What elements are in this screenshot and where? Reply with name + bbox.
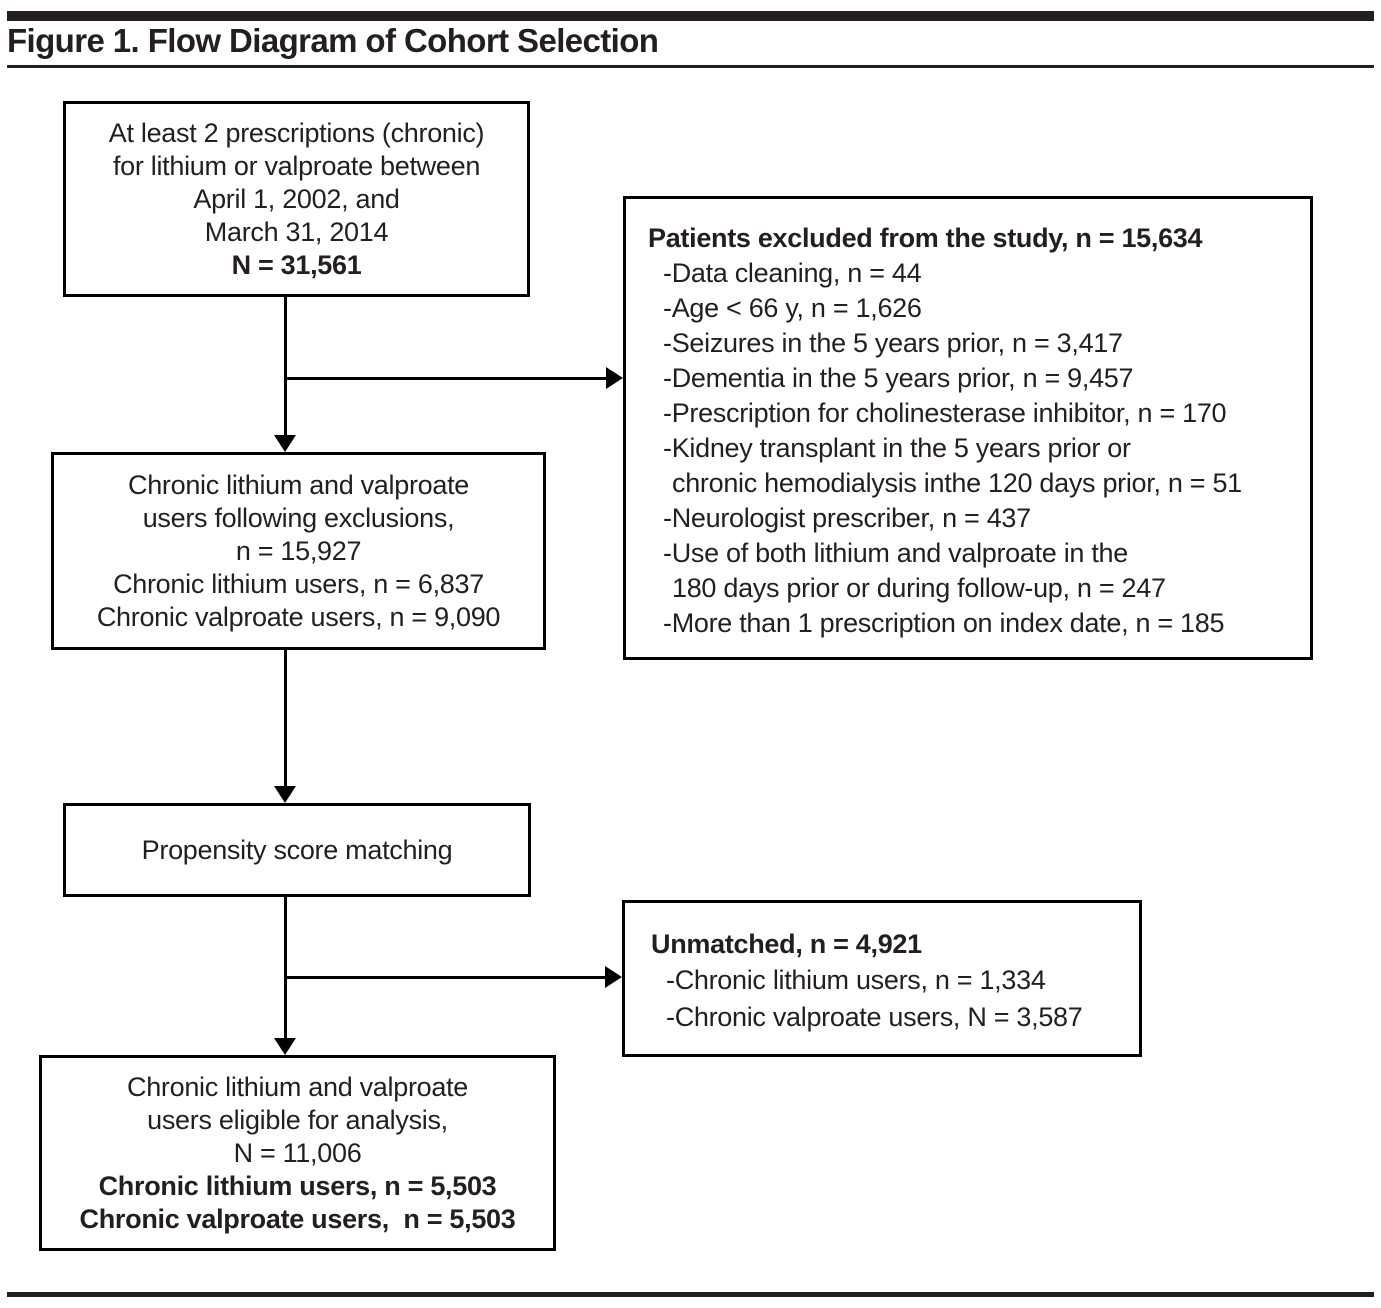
- propensity-matching-label: Propensity score matching: [141, 834, 453, 865]
- connector-initial-to-after: [284, 297, 287, 435]
- exclusion-item: -Data cleaning, n = 44: [663, 258, 922, 288]
- initial-cohort-line: At least 2 prescriptions (chronic): [108, 117, 485, 148]
- after-exclusions-line: Chronic valproate users, n = 9,090: [96, 601, 501, 632]
- eligible-cohort-box: Chronic lithium and valproate users elig…: [39, 1055, 556, 1251]
- exclusion-item: -Kidney transplant in the 5 years prior …: [663, 433, 1131, 463]
- exclusion-item: -Dementia in the 5 years prior, n = 9,45…: [663, 363, 1134, 393]
- exclusion-item-continuation: 180 days prior or during follow-up, n = …: [672, 573, 1166, 603]
- exclusion-item: -Seizures in the 5 years prior, n = 3,41…: [663, 328, 1123, 358]
- connector-after-to-propensity: [284, 648, 287, 786]
- bottom-divider: [7, 1292, 1374, 1297]
- initial-cohort-line: for lithium or valproate between: [112, 150, 481, 181]
- excluded-heading: Patients excluded from the study, n = 15…: [648, 223, 1203, 253]
- initial-cohort-line: March 31, 2014: [204, 216, 389, 247]
- after-exclusions-line: Chronic lithium users, n = 6,837: [113, 568, 484, 599]
- arrow-down-icon: [274, 1038, 296, 1055]
- after-exclusions-line: Chronic lithium and valproate: [128, 469, 469, 500]
- figure-title: Figure 1. Flow Diagram of Cohort Selecti…: [7, 22, 659, 59]
- eligible-valproate-count: Chronic valproate users, n = 5,503: [79, 1203, 516, 1234]
- exclusion-item: -Use of both lithium and valproate in th…: [663, 538, 1128, 568]
- arrow-right-icon: [606, 367, 623, 389]
- unmatched-item: -Chronic valproate users, N = 3,587: [666, 1002, 1083, 1032]
- after-exclusions-line: users following exclusions,: [142, 502, 455, 533]
- top-divider: [7, 11, 1374, 21]
- title-divider: [7, 65, 1374, 68]
- initial-cohort-line: April 1, 2002, and: [193, 183, 400, 214]
- propensity-matching-box: Propensity score matching: [63, 803, 531, 897]
- exclusion-item: -More than 1 prescription on index date,…: [663, 608, 1225, 638]
- exclusion-item: -Age < 66 y, n = 1,626: [663, 293, 922, 323]
- connector-to-excluded: [285, 377, 606, 380]
- exclusion-item: -Neurologist prescriber, n = 437: [663, 503, 1031, 533]
- eligible-cohort-line: N = 11,006: [233, 1137, 362, 1168]
- arrow-down-icon: [274, 786, 296, 803]
- eligible-cohort-line: Chronic lithium and valproate: [127, 1071, 468, 1102]
- excluded-patients-box: Patients excluded from the study, n = 15…: [623, 196, 1313, 660]
- after-exclusions-box: Chronic lithium and valproate users foll…: [51, 452, 546, 650]
- connector-propensity-to-eligible: [284, 897, 287, 1038]
- exclusion-item: -Prescription for cholinesterase inhibit…: [663, 398, 1227, 428]
- unmatched-heading: Unmatched, n = 4,921: [651, 929, 922, 959]
- unmatched-box: Unmatched, n = 4,921 -Chronic lithium us…: [622, 900, 1142, 1057]
- unmatched-item: -Chronic lithium users, n = 1,334: [666, 965, 1046, 995]
- initial-cohort-box: At least 2 prescriptions (chronic) for l…: [63, 101, 530, 297]
- arrow-down-icon: [274, 435, 296, 452]
- arrow-right-icon: [605, 966, 622, 988]
- eligible-cohort-line: users eligible for analysis,: [147, 1104, 448, 1135]
- initial-cohort-total: N = 31,561: [231, 249, 362, 280]
- connector-to-unmatched: [285, 976, 605, 979]
- after-exclusions-line: n = 15,927: [235, 535, 362, 566]
- exclusion-item-continuation: chronic hemodialysis inthe 120 days prio…: [672, 468, 1242, 498]
- eligible-lithium-count: Chronic lithium users, n = 5,503: [98, 1170, 497, 1201]
